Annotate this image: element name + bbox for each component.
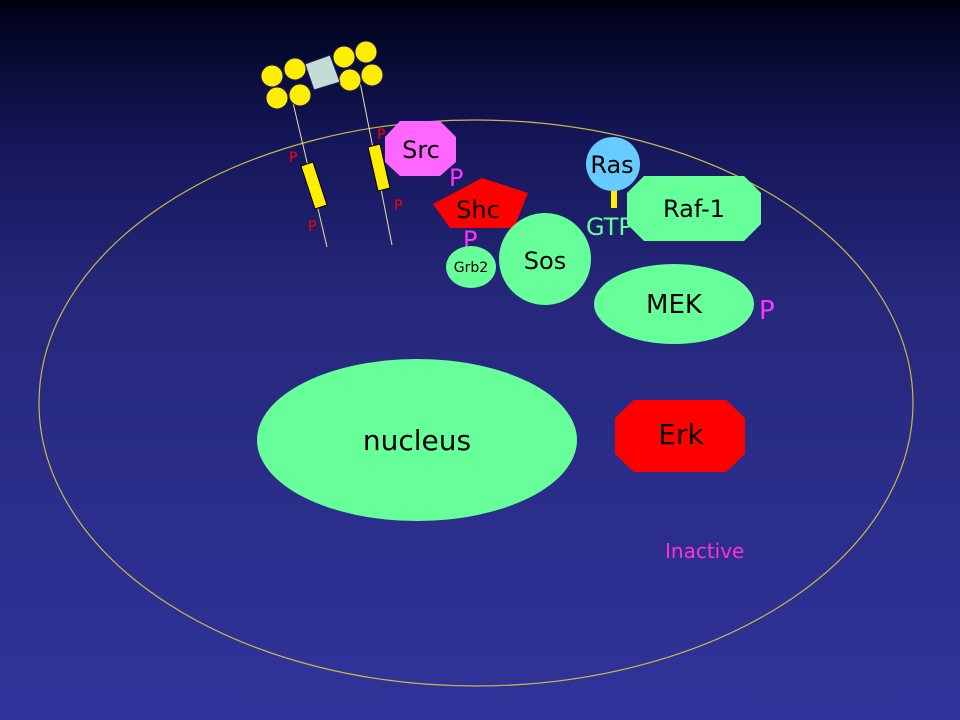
status-label: Inactive [665,539,744,563]
grb2-label: Grb2 [454,260,488,276]
sos-protein [499,213,591,305]
receptor-bar-right [367,143,391,192]
ligand-cluster-right [332,40,384,92]
ras-label: Ras [590,151,633,179]
mek-protein [594,264,754,344]
phospho-receptor-right-bottom: P [394,198,402,214]
shc-label: Shc [456,196,500,224]
cell-membrane [38,119,914,687]
erk-label: Erk [658,418,704,451]
phospho-receptor-left-top: P [289,150,297,166]
nucleus [257,359,577,521]
raf1-protein [627,176,761,241]
phospho-receptor-right-top: P [377,127,385,143]
ras-protein [586,137,640,191]
grb2-protein [446,246,496,288]
nucleus-label: nucleus [363,424,471,457]
raf1-label: Raf-1 [663,195,725,223]
sos-label: Sos [524,247,566,275]
phospho-src: P [449,164,463,192]
mek-label: MEK [646,290,703,320]
ligand-bridge [304,54,341,91]
ras-anchor [611,186,617,208]
shc-protein [433,178,528,228]
src-label: Src [402,136,440,164]
erk-protein [615,400,745,472]
ligand-cluster-left [260,57,312,110]
phospho-mek: P [759,296,775,326]
gtp-label: GTP [586,213,633,241]
phospho-receptor-left-bottom: P [308,219,316,235]
src-protein [385,121,456,176]
receptor-bar-left [300,161,328,210]
